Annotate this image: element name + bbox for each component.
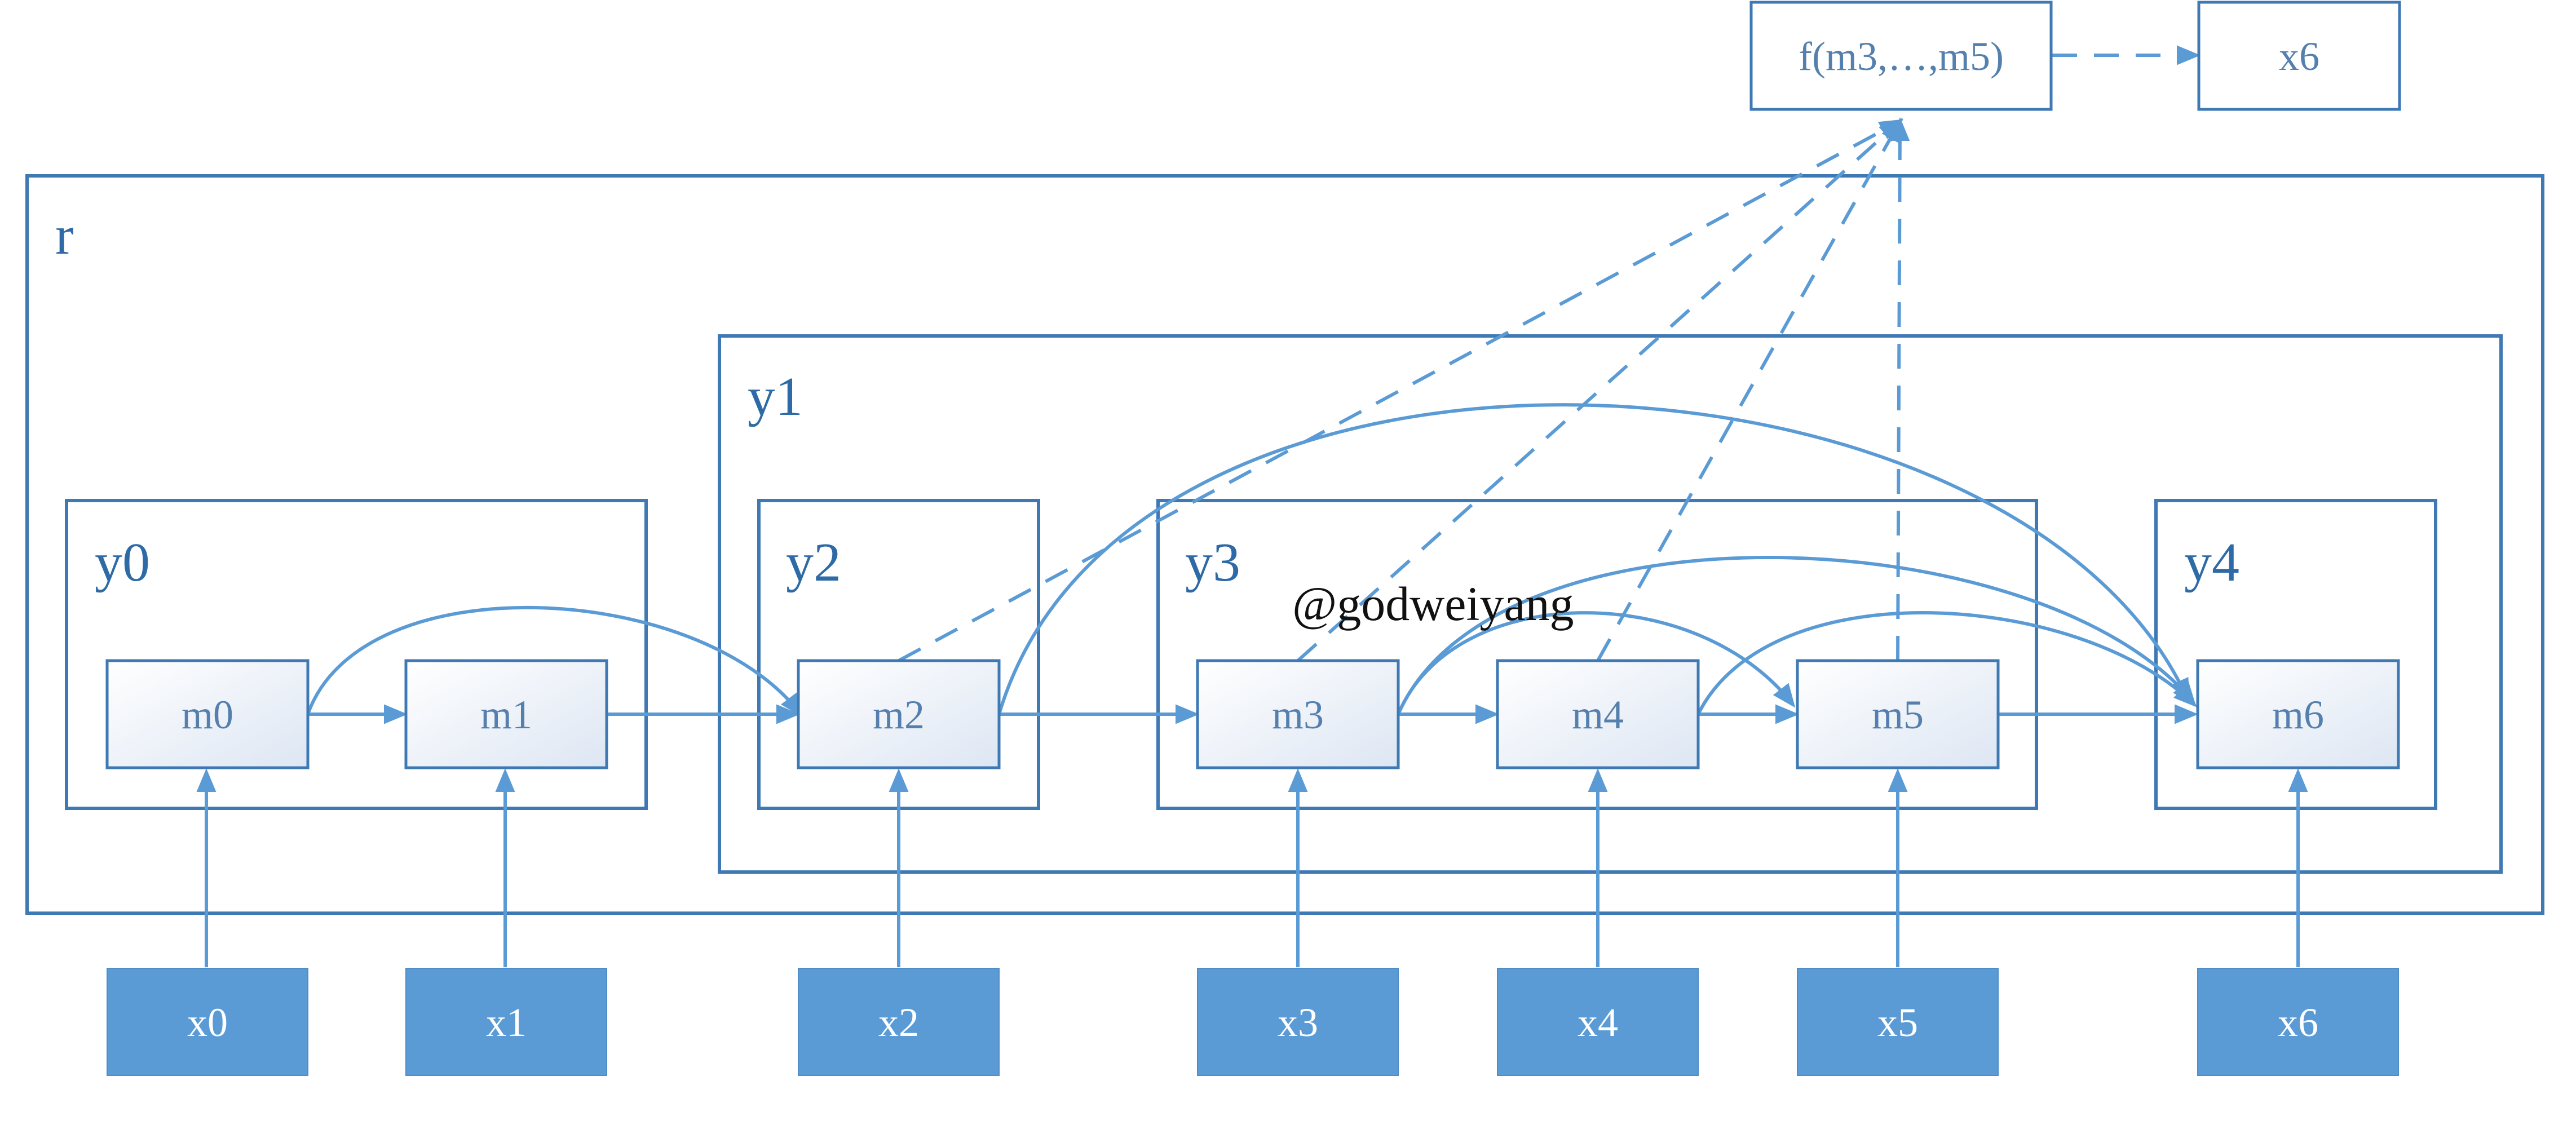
group-r-box <box>25 174 2544 915</box>
watermark-text: @godweiyang <box>1292 577 1574 631</box>
group-r-label: r <box>55 205 74 266</box>
edge-m3-f-dashed <box>1296 118 1903 662</box>
input-x0: x0 <box>107 968 308 1076</box>
node-m0: m0 <box>105 659 310 769</box>
input-x5: x5 <box>1797 968 1999 1076</box>
input-x1-label: x1 <box>486 1000 527 1045</box>
input-x4: x4 <box>1497 968 1699 1076</box>
node-m1-label: m1 <box>480 692 532 737</box>
edge-m4-f-dashed <box>1596 117 1902 662</box>
edge-m3-m6-curve <box>1397 555 2196 715</box>
function-node-label: f(m3,…,m5) <box>1799 34 2004 79</box>
input-x2-label: x2 <box>878 1000 919 1045</box>
input-x6-label: x6 <box>2278 1000 2318 1045</box>
input-x3: x3 <box>1197 968 1399 1076</box>
group-y4-label: y4 <box>2184 532 2239 593</box>
edge-m5-f-dashed <box>1890 117 1910 661</box>
input-x1: x1 <box>405 968 607 1076</box>
input-x3-label: x3 <box>1278 1000 1318 1045</box>
node-m6-label: m6 <box>2272 692 2324 737</box>
input-x5-label: x5 <box>1877 1000 1918 1045</box>
edge-m0-m2-curve <box>306 605 803 718</box>
edge-m3-m5-curve <box>1397 611 1796 715</box>
edge-m2-f-dashed <box>898 119 1904 662</box>
group-y1-box <box>718 334 2503 874</box>
function-node: f(m3,…,m5) <box>1749 1 2053 111</box>
output-node-x6: x6 <box>2197 1 2401 111</box>
node-m6: m6 <box>2196 659 2400 769</box>
node-m4-label: m4 <box>1572 692 1624 737</box>
node-m2-label: m2 <box>873 692 925 737</box>
input-x4-label: x4 <box>1578 1000 1618 1045</box>
group-y4-box <box>2154 499 2437 810</box>
node-m2: m2 <box>797 659 1001 769</box>
input-x0-label: x0 <box>187 1000 228 1045</box>
node-m3-label: m3 <box>1272 692 1324 737</box>
node-m4: m4 <box>1496 659 1700 769</box>
group-y0-box <box>65 499 648 810</box>
node-m5-label: m5 <box>1872 692 1924 737</box>
edge-m4-m6-curve <box>1696 611 2197 715</box>
edge-m2-m6-curve <box>997 403 2189 715</box>
group-y0-label: y0 <box>95 532 150 593</box>
group-y3-label: y3 <box>1185 532 1240 593</box>
input-x2: x2 <box>798 968 1000 1076</box>
output-node-x6-label: x6 <box>2279 34 2319 79</box>
group-y1-label: y1 <box>748 366 803 427</box>
node-m0-label: m0 <box>182 692 233 737</box>
group-y2-label: y2 <box>786 532 841 593</box>
node-m5: m5 <box>1796 659 2000 769</box>
node-m3: m3 <box>1196 659 1400 769</box>
input-x6: x6 <box>2197 968 2399 1076</box>
node-m1: m1 <box>404 659 608 769</box>
